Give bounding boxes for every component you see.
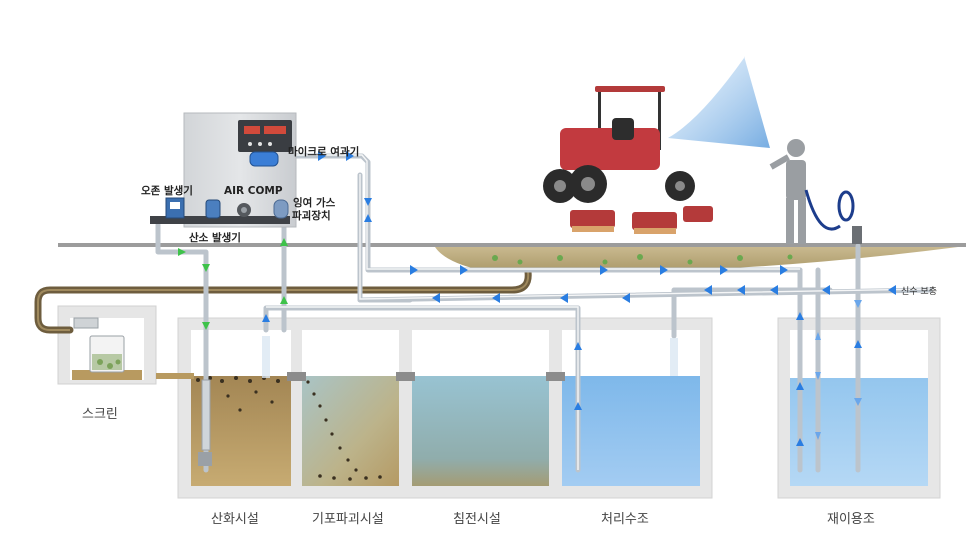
screen-label: 스크린 [82, 407, 118, 422]
pond-plants [492, 254, 793, 265]
makeup-water-label: 신수 보충 [901, 286, 937, 297]
ozone-generator-label: 오존 발생기 [141, 184, 193, 197]
residual-gas-label: 잉여 가스 [293, 196, 336, 209]
pond [435, 247, 958, 273]
oxidation-label: 산화시설 [211, 512, 259, 527]
hose-reel [804, 189, 855, 231]
residual-gas-device-label: 파괴장치 [292, 209, 331, 222]
lawn-mower [543, 86, 713, 234]
water-spray [668, 56, 770, 148]
bubble-break-water [302, 376, 399, 486]
bubble-break-label: 기포파괴시설 [312, 512, 384, 527]
equipment-rack [150, 151, 290, 224]
screen-unit [73, 317, 125, 373]
air-comp-label: AIR COMP [224, 185, 283, 197]
micro-filter-label: 마이크로 여과기 [288, 145, 359, 158]
diffuser-unit [198, 379, 212, 466]
oxygen-generator-label: 산소 발생기 [189, 231, 241, 244]
treated-water [562, 376, 700, 486]
sedimentation-label: 침전시설 [453, 512, 501, 527]
ground-line [58, 243, 966, 247]
reuse-label: 재이용조 [827, 512, 875, 527]
sedimentation-water [412, 376, 549, 486]
treated-water-label: 처리수조 [601, 512, 649, 527]
flow-arrows-blue [262, 151, 896, 446]
flow-arrows-green [178, 210, 288, 330]
person-silhouette [769, 139, 806, 244]
bubble-particles [306, 380, 382, 481]
